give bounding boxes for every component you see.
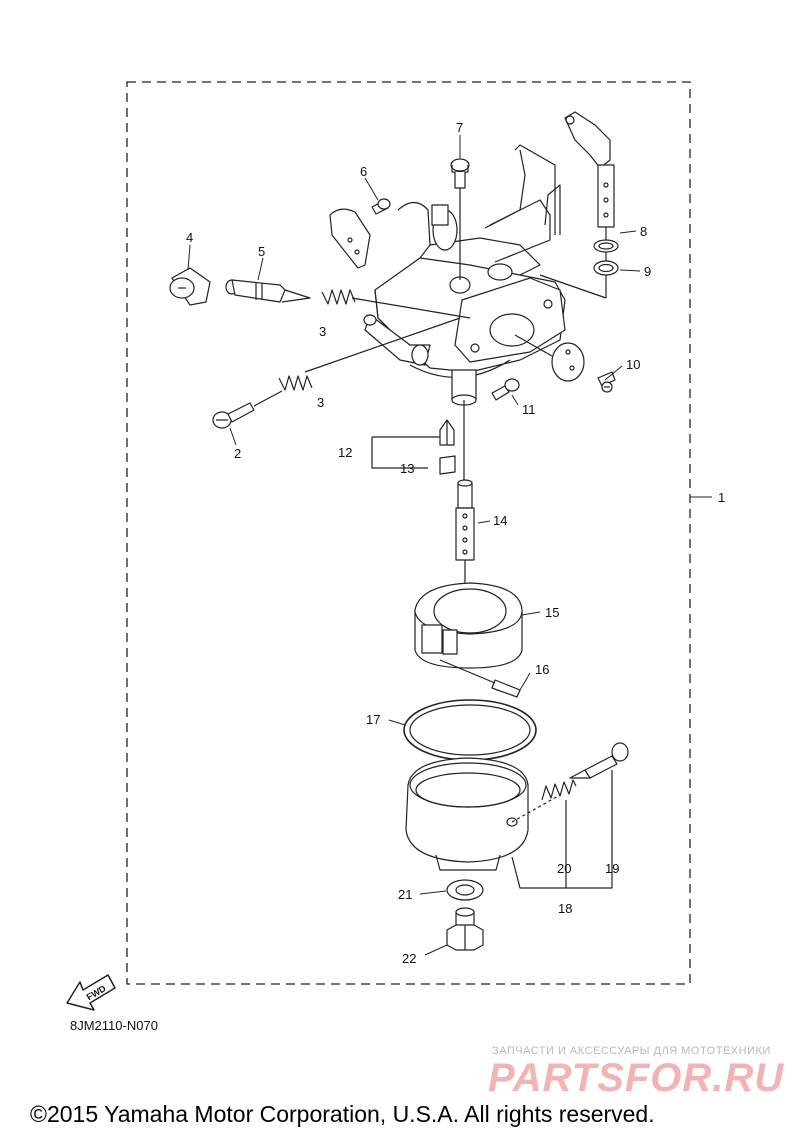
emulsion-tube-14 bbox=[455, 479, 475, 590]
throttle-shaft bbox=[539, 111, 615, 299]
pin-16 bbox=[439, 659, 521, 698]
callout-15: 15 bbox=[545, 605, 559, 620]
part-4 bbox=[169, 267, 211, 306]
callout-3: 3 bbox=[317, 395, 324, 410]
callout-3: 3 bbox=[319, 324, 326, 339]
float-bowl-18 bbox=[405, 757, 561, 871]
spring-20 bbox=[541, 779, 577, 801]
spring-3-lower bbox=[278, 375, 313, 391]
part-5 bbox=[225, 279, 311, 303]
carburetor-body bbox=[363, 144, 566, 406]
callout-11: 11 bbox=[522, 402, 536, 417]
assembly-boundary bbox=[126, 81, 691, 985]
callout-19: 19 bbox=[605, 861, 619, 876]
callout-5: 5 bbox=[258, 244, 265, 259]
callout-17: 17 bbox=[366, 712, 380, 727]
spring-3-upper bbox=[321, 289, 356, 305]
callout-4: 4 bbox=[186, 230, 193, 245]
callout-21: 21 bbox=[398, 887, 412, 902]
copyright-notice: ©2015 Yamaha Motor Corporation, U.S.A. A… bbox=[30, 1101, 655, 1127]
callout-18: 18 bbox=[558, 901, 572, 916]
drain-plug-22 bbox=[446, 907, 484, 951]
washer-21 bbox=[446, 879, 484, 901]
gasket-17 bbox=[403, 699, 537, 761]
callout-20: 20 bbox=[557, 861, 571, 876]
watermark-logo: PARTSFOR.RU bbox=[488, 1056, 785, 1100]
callout-7: 7 bbox=[456, 120, 463, 135]
callout-1: 1 bbox=[718, 490, 725, 505]
washer-9 bbox=[593, 260, 619, 276]
callout-12: 12 bbox=[338, 445, 352, 460]
screw-19 bbox=[569, 742, 629, 779]
callout-10: 10 bbox=[626, 357, 640, 372]
callout-22: 22 bbox=[402, 951, 416, 966]
screw-7 bbox=[450, 158, 470, 280]
throttle-plate bbox=[551, 342, 585, 382]
fwd-arrow-icon bbox=[66, 974, 116, 1011]
callout-2: 2 bbox=[234, 446, 241, 461]
callout-16: 16 bbox=[535, 662, 549, 677]
callout-labels: 1 2 3 3 4 5 6 7 8 9 10 11 12 13 14 15 16… bbox=[85, 120, 725, 1002]
part-13 bbox=[439, 455, 456, 475]
screw-2 bbox=[212, 390, 283, 429]
callout-6: 6 bbox=[360, 164, 367, 179]
screw-11 bbox=[491, 385, 510, 401]
callout-14: 14 bbox=[493, 513, 507, 528]
leader-lines bbox=[187, 135, 712, 956]
float-15 bbox=[414, 582, 523, 669]
callout-13: 13 bbox=[400, 461, 414, 476]
watermark-subtitle: ЗАПЧАСТИ И АКСЕССУАРЫ ДЛЯ МОТОТЕХНИКИ bbox=[492, 1045, 771, 1057]
washer-8 bbox=[593, 239, 619, 253]
callout-8: 8 bbox=[640, 224, 647, 239]
diagram-code: 8JM2110-N070 bbox=[70, 1018, 158, 1033]
callout-9: 9 bbox=[644, 264, 651, 279]
main-jet-12 bbox=[371, 419, 455, 469]
